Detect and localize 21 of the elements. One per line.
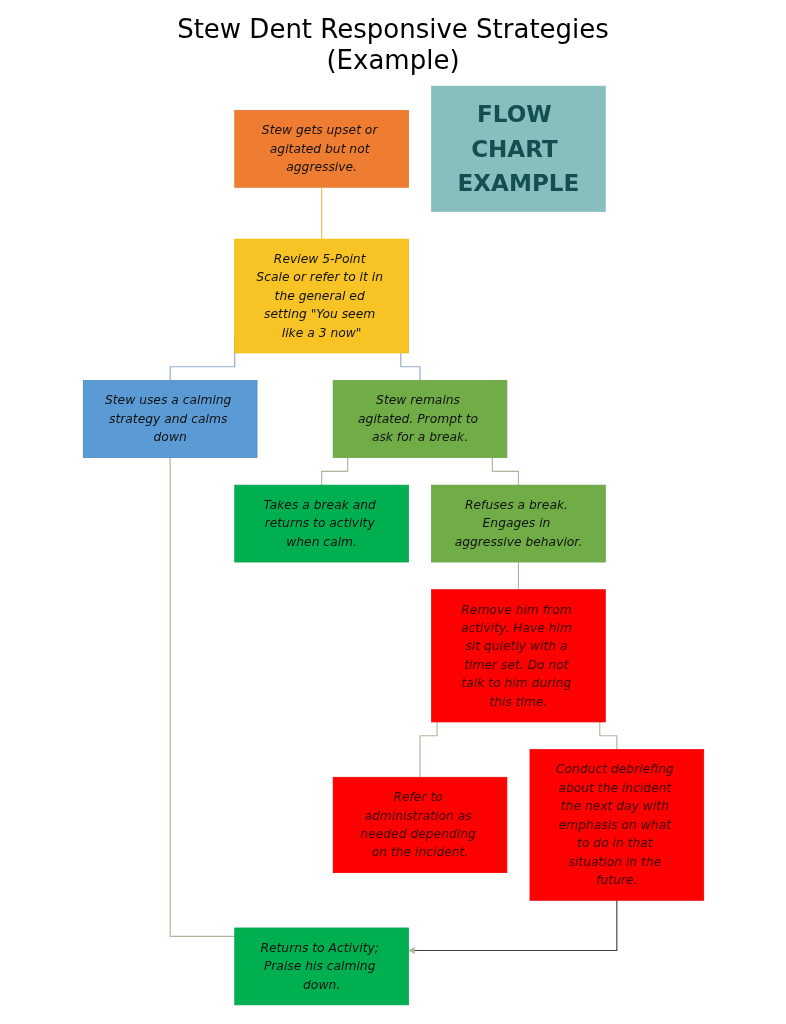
node-box: Stew remains agitated. Prompt to ask for a break. (332, 380, 507, 459)
node-box: Review 5-Point Scale or refer to it in the general ed setting "You seem like a 3 now" (233, 239, 409, 354)
node-box: FLOW CHART EXAMPLE (430, 86, 606, 213)
connector (320, 457, 348, 487)
connector (418, 721, 438, 779)
node-box: Refer to administration as needed depending on the incident. (332, 777, 507, 874)
node-box: Stew gets upset or agitated but not aggressive. (233, 110, 409, 188)
connector (491, 457, 519, 487)
connector (320, 187, 322, 241)
diagram-title: Stew Dent Responsive Strategies (Example) (176, 14, 610, 77)
node-box: Remove him from activity. Have him sit quietly with a timer set. Do not talk to him during this time. (430, 589, 606, 723)
node-box: Returns to Activity; Praise his calming down. (233, 927, 409, 1006)
connector (399, 352, 421, 382)
node-box: Stew uses a calming strategy and calms down (82, 380, 257, 459)
node-box: Refuses a break. Engages in aggressive behavior. (430, 485, 606, 563)
arrow (407, 900, 617, 955)
connector (169, 457, 235, 938)
node-box: Takes a break and returns to activity when calm. (233, 485, 409, 563)
connector (598, 721, 617, 751)
node-box: Conduct debriefing about the incident the next day with emphasis on what to do in that situation in the future. (529, 749, 704, 902)
connector (517, 561, 519, 591)
